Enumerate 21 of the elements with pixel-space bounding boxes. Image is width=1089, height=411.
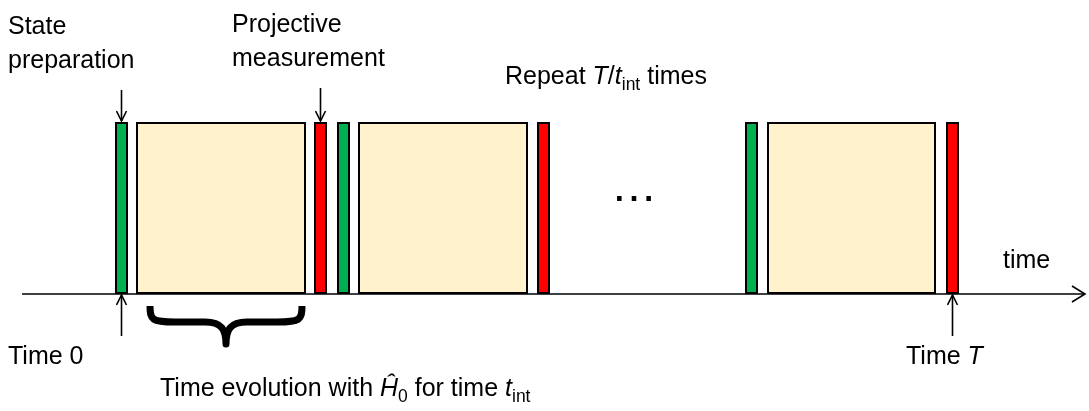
arrow	[946, 294, 959, 337]
measurement-bar	[314, 122, 327, 294]
node-label: Time T	[906, 340, 986, 371]
state-preparation-bar	[115, 122, 128, 294]
time-evolution-block	[136, 122, 306, 294]
state-preparation-bar	[745, 122, 758, 294]
axis-label: time	[1003, 244, 1051, 275]
time-evolution-block	[767, 122, 936, 294]
node-label: Time 0	[8, 340, 85, 371]
node-label: State preparation	[8, 10, 136, 75]
measurement-bar	[946, 122, 959, 294]
arrow	[115, 89, 128, 122]
state-preparation-bar	[337, 122, 350, 294]
repeat-note: Repeat T/t$_{int}$ times	[505, 60, 707, 96]
brace-caption: Time evolution with Ĥ$_{0}$ for time t$_{int}$	[160, 372, 531, 408]
ellipsis: ⋯	[612, 180, 656, 214]
measurement-bar	[537, 122, 550, 294]
node-label: Projective measurement	[232, 8, 386, 73]
arrow	[115, 294, 128, 337]
time-evolution-block	[358, 122, 528, 294]
arrow	[314, 87, 327, 122]
